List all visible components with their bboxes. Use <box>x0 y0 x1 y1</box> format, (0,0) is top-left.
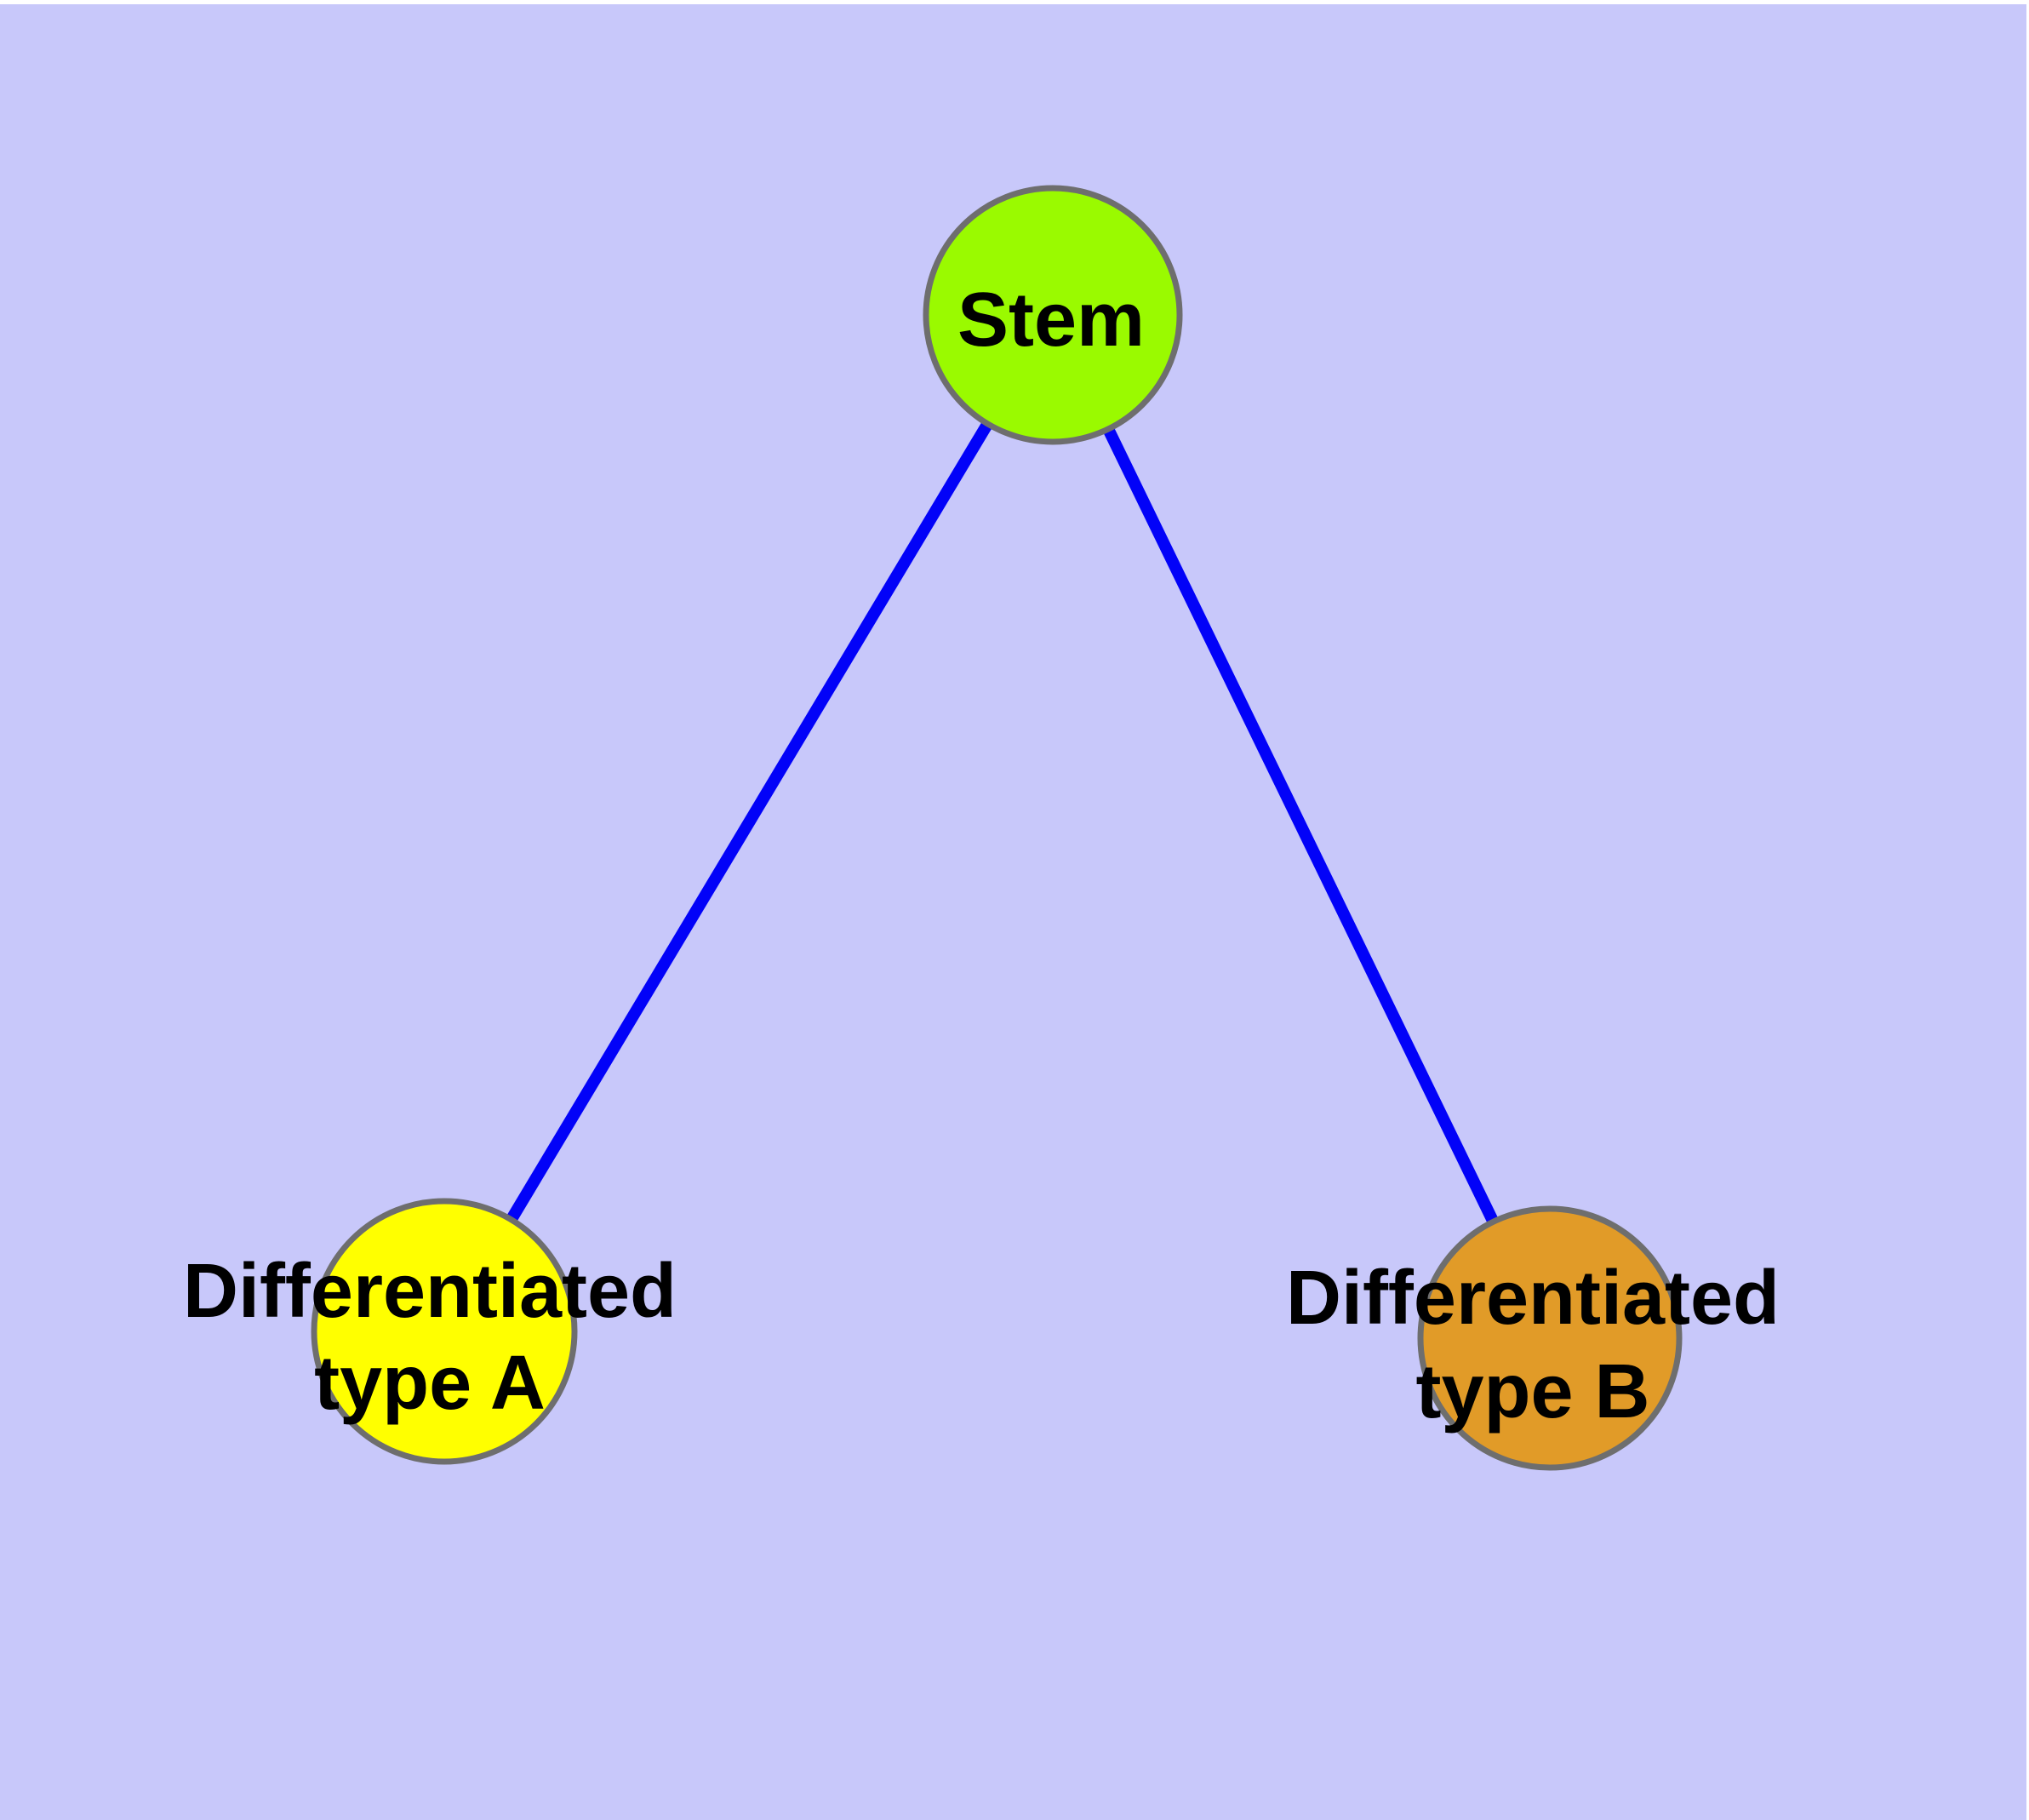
node-type-a-label-line1: Differentiated <box>183 1249 677 1334</box>
node-stem <box>923 185 1183 445</box>
node-stem-label: Stem <box>957 278 1145 363</box>
edge-layer <box>438 312 1556 1342</box>
edge-stem-to-type-b <box>1047 312 1556 1342</box>
node-type-b-label-line2: type B <box>1415 1349 1649 1434</box>
label-layer: Stem Differentiated type A Differentiate… <box>183 278 1780 1434</box>
node-differentiated-type-b <box>1417 1205 1683 1471</box>
node-layer <box>311 185 1683 1471</box>
edge-stem-to-type-a <box>438 312 1059 1335</box>
node-type-b-label-line1: Differentiated <box>1286 1256 1780 1341</box>
node-differentiated-type-a <box>311 1198 578 1465</box>
node-type-a-label-line2: type A <box>314 1341 546 1426</box>
